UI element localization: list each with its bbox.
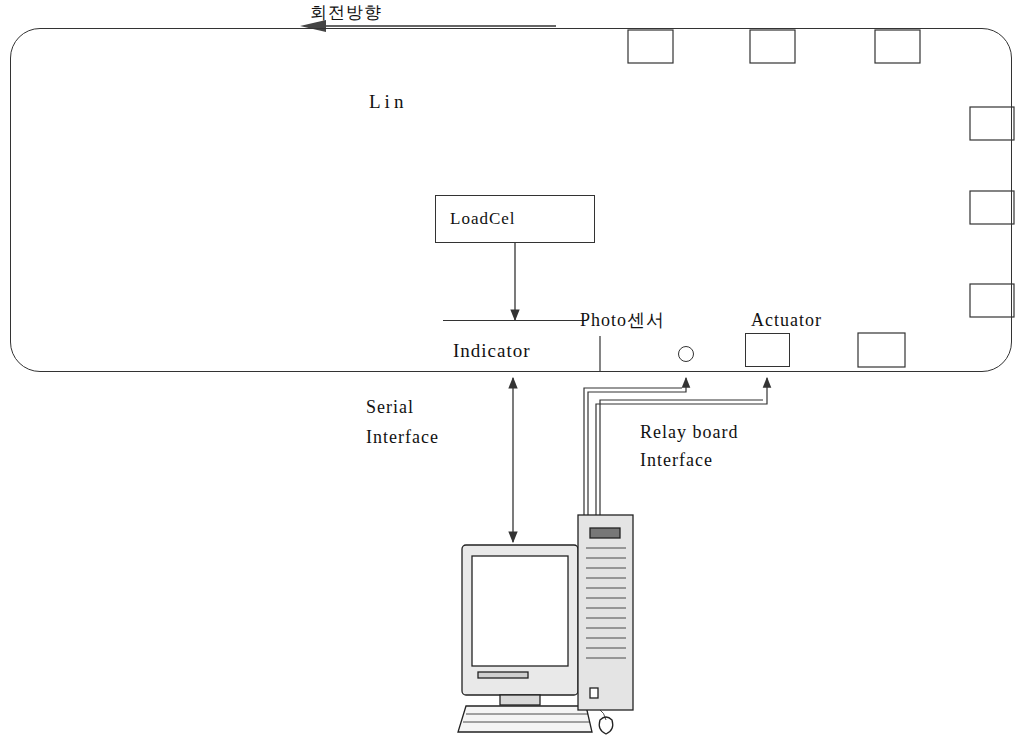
line-carriers bbox=[628, 30, 1014, 367]
connector-arrow bbox=[514, 243, 515, 320]
indicator-box: Indicator bbox=[443, 320, 583, 370]
rotation-label: 회전방향 bbox=[310, 1, 382, 23]
serial-wire bbox=[512, 378, 513, 542]
relay-wires bbox=[584, 378, 767, 517]
node-text: Actuator bbox=[745, 309, 890, 331]
indicator-wall bbox=[599, 336, 600, 371]
photo-sensor: Photo센서 bbox=[580, 309, 720, 365]
node-text: LoadCel bbox=[450, 208, 580, 230]
actuator-block bbox=[745, 333, 790, 367]
actuator: Actuator bbox=[745, 309, 890, 367]
computer-illustration bbox=[458, 515, 633, 734]
drive-slots bbox=[586, 548, 626, 658]
node-text: Photo센서 bbox=[580, 309, 720, 331]
node-text: Indicator bbox=[453, 339, 583, 363]
sensor-circle bbox=[678, 346, 694, 362]
node-text: Lin bbox=[369, 91, 407, 113]
interface-label: Serial Interface bbox=[366, 392, 466, 452]
interface-label: Relay board Interface bbox=[640, 418, 775, 474]
loadcell-box: LoadCel bbox=[435, 195, 595, 243]
conveyor-line: LinLoadCelIndicator Photo센서 Actuator bbox=[10, 28, 1012, 372]
